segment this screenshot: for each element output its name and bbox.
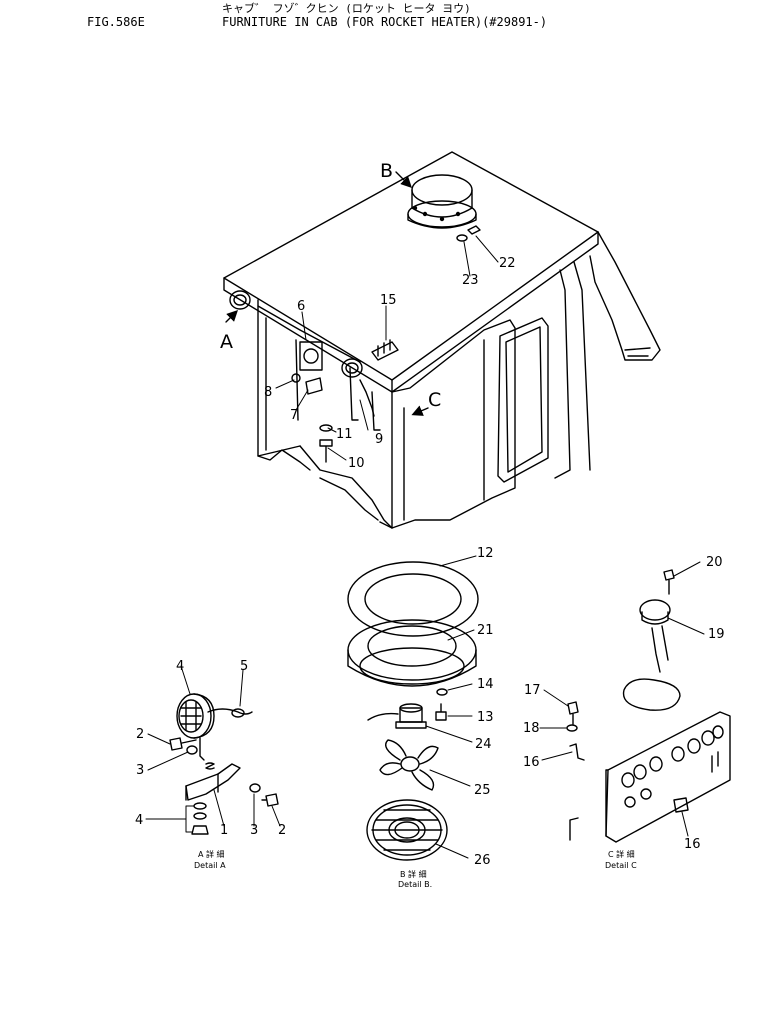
switch-box — [299, 341, 323, 371]
detail-a-lamp — [169, 693, 279, 835]
cab-right-side — [391, 319, 516, 529]
bracket-1 — [185, 763, 241, 801]
roof-heater — [407, 174, 477, 229]
callout-2-left: 2 — [136, 727, 144, 742]
view-arrow-c — [411, 405, 429, 416]
title-japanese: キャブ゛ フゾ゛クヒン (ロケット ヒータ ヨウ) — [222, 2, 471, 15]
callout-2-right: 2 — [278, 823, 286, 838]
washer-8 — [291, 373, 301, 383]
callout-20: 20 — [706, 555, 723, 570]
callout-17: 17 — [524, 683, 541, 698]
callout-4-stack: 4 — [135, 813, 143, 828]
callout-15: 15 — [380, 293, 397, 308]
leader-lines — [145, 235, 705, 859]
callout-9: 9 — [375, 432, 383, 447]
callout-1: 1 — [220, 823, 228, 838]
callout-6: 6 — [297, 299, 305, 314]
callout-12: 12 — [477, 546, 494, 561]
cab-lamp-right — [341, 358, 363, 378]
callout-16-right: 16 — [684, 837, 701, 852]
callout-13: 13 — [477, 710, 494, 725]
callout-14: 14 — [477, 677, 494, 692]
part-22 — [467, 225, 481, 235]
connector-15 — [371, 341, 399, 361]
clip-16-left — [569, 743, 585, 761]
dome-light-19 — [639, 599, 671, 621]
callout-4-top: 4 — [176, 659, 184, 674]
detail-c-panel — [566, 569, 731, 843]
view-label-b: B — [380, 160, 393, 182]
bolt-2-left — [169, 737, 197, 751]
detail-a-caption-jp: A 詳 細 — [198, 849, 225, 859]
figure-number: FIG.586E — [87, 15, 145, 29]
callout-23: 23 — [462, 273, 479, 288]
cab-front-corner — [379, 391, 393, 529]
detail-b-caption-jp: B 詳 細 — [400, 869, 427, 879]
cab-assembly — [223, 151, 661, 529]
washer-3-left — [186, 745, 198, 755]
motor-24 — [399, 707, 423, 723]
grille-26 — [366, 799, 448, 861]
view-arrow-a — [225, 310, 238, 323]
callout-26: 26 — [474, 853, 491, 868]
callout-24: 24 — [475, 737, 492, 752]
callout-7: 7 — [290, 408, 298, 423]
bolt-7 — [305, 377, 323, 395]
detail-a-caption-en: Detail A — [194, 861, 226, 870]
bolt-10 — [319, 439, 333, 463]
detail-b-heater — [347, 561, 479, 861]
part-23 — [456, 234, 468, 242]
bolt-13 — [435, 703, 447, 721]
view-label-a: A — [220, 331, 233, 353]
view-arrow-b — [395, 171, 412, 188]
callout-3-left: 3 — [136, 763, 144, 778]
washer-14 — [436, 688, 448, 696]
detail-c-caption-en: Detail C — [605, 861, 637, 870]
washer-11 — [319, 424, 333, 432]
detail-b-caption-en: Detail B. — [398, 880, 432, 889]
bolt-17 — [567, 701, 579, 725]
screw-20 — [663, 569, 675, 595]
view-label-c: C — [428, 389, 441, 411]
callout-18: 18 — [523, 721, 540, 736]
cab-lamp-left — [229, 290, 251, 310]
title-english: FURNITURE IN CAB (FOR ROCKET HEATER)(#29… — [222, 15, 548, 29]
sealant-blob — [622, 678, 681, 711]
callout-8: 8 — [264, 385, 272, 400]
callout-16-left: 16 — [523, 755, 540, 770]
cab-roof — [223, 151, 599, 381]
bolt-2-right — [261, 793, 279, 807]
callout-5: 5 — [240, 659, 248, 674]
washer-18 — [566, 724, 578, 732]
cab-door-window — [497, 317, 549, 483]
callout-11: 11 — [336, 427, 353, 442]
washer-3-right — [249, 783, 261, 793]
fan-25 — [379, 739, 439, 791]
callout-3-right: 3 — [250, 823, 258, 838]
callout-22: 22 — [499, 256, 516, 271]
callout-21: 21 — [477, 623, 494, 638]
callout-25: 25 — [474, 783, 491, 798]
cab-rops-beam — [589, 231, 661, 361]
connector-16-right — [673, 797, 689, 813]
callout-10: 10 — [348, 456, 365, 471]
detail-c-caption-jp: C 詳 細 — [608, 849, 635, 859]
callout-19: 19 — [708, 627, 725, 642]
